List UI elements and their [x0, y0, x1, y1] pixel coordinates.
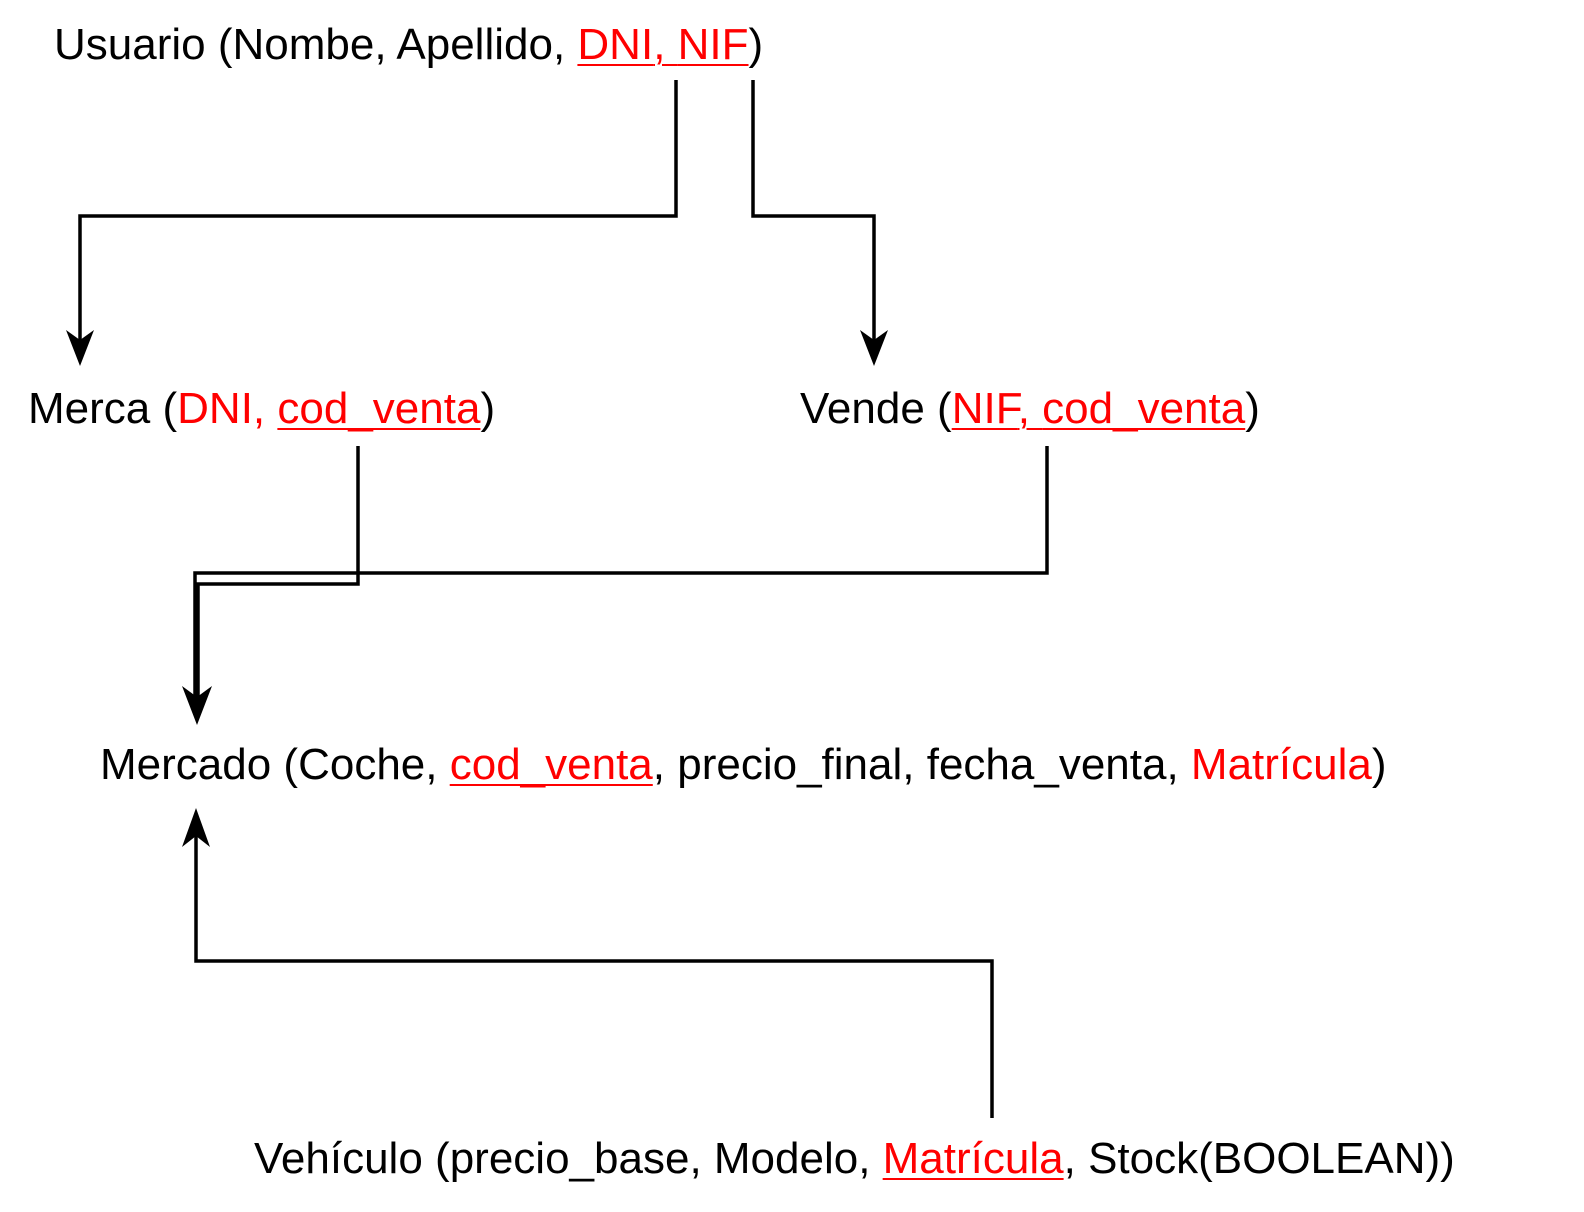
- relation-merca: Merca (DNI, cod_venta): [28, 383, 495, 435]
- open-paren: (: [422, 1134, 450, 1183]
- arrowhead-mercado-top: [182, 686, 212, 725]
- close-paren: ): [1440, 1134, 1455, 1183]
- relation-name: Usuario: [54, 20, 206, 69]
- attribute-precio-base: precio_base: [449, 1134, 690, 1183]
- attribute-cod-venta-primary-key: cod_venta: [1042, 384, 1246, 433]
- separator: ,: [374, 20, 397, 69]
- attribute-fecha-venta: fecha_venta: [926, 740, 1167, 789]
- separator: ,: [902, 740, 927, 789]
- close-paren: ): [1245, 384, 1260, 433]
- close-paren: ): [480, 384, 496, 433]
- separator: ,: [1017, 384, 1043, 433]
- attribute-dni-foreign-key: DNI: [177, 384, 253, 433]
- attribute-matricula-primary-key: Matrícula: [882, 1134, 1064, 1183]
- open-paren: (: [924, 384, 952, 433]
- attribute-matricula-foreign-key: Matrícula: [1190, 740, 1372, 789]
- attribute-nombe: Nombe: [232, 20, 375, 69]
- attribute-nif-primary-key: NIF: [677, 20, 749, 69]
- connector-vehiculo-to-mercado: [194, 830, 994, 1118]
- separator: ,: [653, 20, 678, 69]
- attribute-apellido: Apellido: [396, 20, 553, 69]
- relation-name: Vende: [800, 384, 925, 433]
- attribute-dni-primary-key: DNI: [577, 20, 654, 69]
- separator: ,: [689, 1134, 714, 1183]
- arrowhead-vende: [860, 330, 888, 366]
- separator: ,: [1166, 740, 1191, 789]
- relation-name: Vehículo: [254, 1134, 423, 1183]
- connector-vende-to-mercado: [193, 446, 1049, 705]
- separator: ,: [552, 20, 578, 69]
- close-paren: ): [1371, 740, 1387, 789]
- relation-vende: Vende (NIF, cod_venta): [800, 383, 1260, 435]
- separator: ,: [1063, 1134, 1089, 1183]
- separator: ,: [425, 740, 450, 789]
- attribute-cod-venta-primary-key: cod_venta: [277, 384, 481, 433]
- attribute-nif-primary-key: NIF: [951, 384, 1018, 433]
- relation-name: Mercado: [100, 740, 272, 789]
- relation-mercado: Mercado (Coche, cod_venta, precio_final,…: [100, 739, 1387, 791]
- connector-merca-to-mercado: [196, 446, 360, 705]
- separator: ,: [252, 384, 278, 433]
- separator: ,: [652, 740, 678, 789]
- attribute-precio-final: precio_final: [677, 740, 903, 789]
- open-paren: (: [205, 20, 233, 69]
- arrowhead-merca: [66, 330, 94, 366]
- attribute-coche: Coche: [298, 740, 426, 789]
- attribute-cod-venta-primary-key: cod_venta: [449, 740, 653, 789]
- connector-usuario-nif-to-vende: [751, 80, 876, 345]
- open-paren: (: [271, 740, 299, 789]
- relation-usuario: Usuario (Nombe, Apellido, DNI, NIF): [54, 19, 763, 71]
- attribute-modelo: Modelo: [713, 1134, 859, 1183]
- connector-usuario-dni-to-merca: [78, 80, 678, 345]
- arrowhead-mercado-bottom: [182, 808, 210, 847]
- relation-vehiculo: Vehículo (precio_base, Modelo, Matrícula…: [254, 1133, 1455, 1185]
- relation-name: Merca: [28, 384, 151, 433]
- close-paren: ): [748, 20, 764, 69]
- separator: ,: [858, 1134, 883, 1183]
- attribute-stock: Stock(BOOLEAN): [1088, 1134, 1441, 1183]
- open-paren: (: [150, 384, 178, 433]
